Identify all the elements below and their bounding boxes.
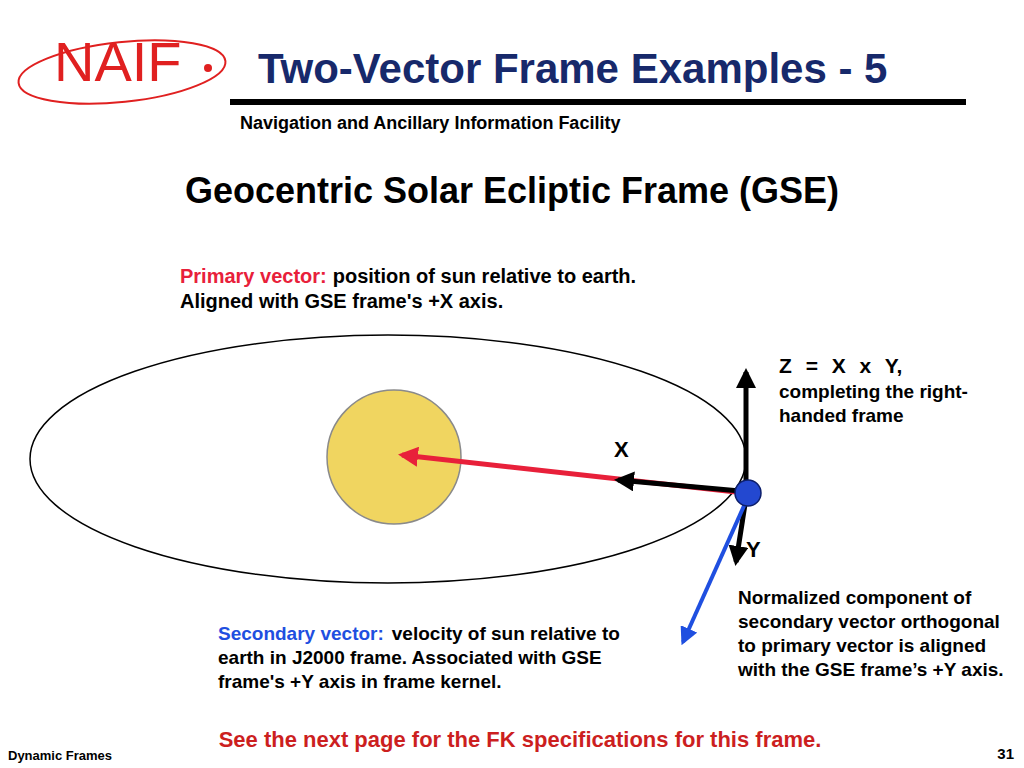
text-group: Primary vector:position of sun relative … bbox=[180, 264, 710, 314]
text-group: See the next page for the FK specificati… bbox=[100, 727, 940, 753]
primary-vector bbox=[402, 455, 745, 493]
logo-dot bbox=[204, 64, 212, 72]
text-group: 31 bbox=[940, 745, 1014, 763]
text-group: completing the right-handed frame bbox=[779, 380, 994, 428]
frame-heading: Geocentric Solar Ecliptic Frame (GSE) bbox=[185, 170, 839, 211]
axis-name: Y bbox=[746, 537, 761, 562]
text-group: Y bbox=[746, 537, 776, 563]
text-group: Normalized component of secondary vector… bbox=[738, 586, 1018, 682]
text-group: Two-Vector Frame Examples - 5 bbox=[258, 46, 978, 92]
text-group: Geocentric Solar Ecliptic Frame (GSE) bbox=[60, 170, 964, 212]
axis-name: X bbox=[614, 437, 629, 462]
earth-orbit bbox=[30, 335, 746, 583]
earth bbox=[735, 480, 761, 506]
x-axis-arrow bbox=[618, 480, 740, 491]
text-group: Z = X x Y, bbox=[779, 353, 1019, 378]
footer-section: Dynamic Frames bbox=[8, 748, 112, 763]
text-group: Secondary vector:velocity of sun relativ… bbox=[218, 622, 650, 694]
text-group: Dynamic Frames bbox=[8, 746, 208, 764]
text-group: X bbox=[614, 437, 644, 463]
footer-note: See the next page for the FK specificati… bbox=[219, 727, 822, 752]
vector-heading: Secondary vector: bbox=[218, 623, 384, 644]
facility-name: Navigation and Ancillary Information Fac… bbox=[240, 113, 620, 133]
axis-note: completing the right-handed frame bbox=[779, 381, 968, 426]
axis-formula: Z = X x Y, bbox=[779, 353, 1019, 378]
z-axis-arrow bbox=[744, 372, 749, 488]
axis-note: Normalized component of secondary vector… bbox=[738, 587, 1004, 680]
slide-title: Two-Vector Frame Examples - 5 bbox=[258, 45, 887, 92]
text-group: Navigation and Ancillary Information Fac… bbox=[240, 112, 740, 134]
page-number: 31 bbox=[997, 745, 1014, 762]
text-group: NAIF bbox=[54, 34, 244, 90]
logo-text: NAIF bbox=[54, 30, 182, 93]
vector-heading: Primary vector: bbox=[180, 265, 327, 287]
header-rule bbox=[230, 99, 966, 105]
